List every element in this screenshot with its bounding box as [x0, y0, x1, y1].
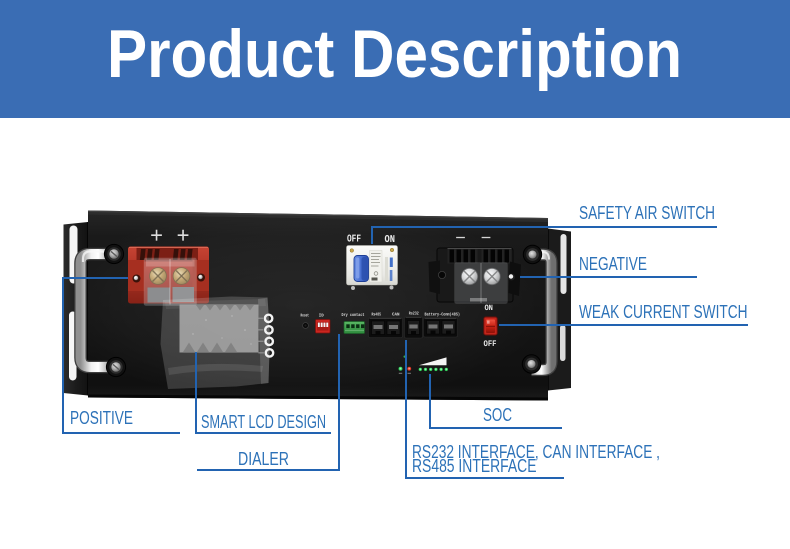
negative-terminal: − −	[428, 228, 521, 304]
rocker-switch: ON OFF	[483, 304, 498, 349]
rocker-on-label: ON	[484, 304, 493, 313]
positive-terminal: + +	[128, 223, 209, 306]
minus-mark-2: −	[481, 228, 492, 248]
status-leds	[398, 355, 412, 371]
callout-soc-pointer	[428, 374, 431, 429]
callout-smart-lcd-design-label: SMART LCD DESIGN	[200, 412, 326, 433]
callout-positive-underline	[61, 431, 180, 434]
soc-wedge	[419, 357, 447, 366]
right-handle	[521, 244, 558, 377]
control-row: Reset ID Dry contact Rs485 CAN Rs232 Bat…	[301, 311, 461, 339]
battery-comm-label: Battery-Comm(485)	[425, 311, 461, 317]
callout-smart-lcd-design-pointer	[194, 352, 197, 433]
rj45-rs232-port	[404, 316, 423, 339]
callout-weak-current-switch-label: WEAK CURRENT SWITCH	[579, 301, 748, 322]
reset-button	[302, 322, 309, 329]
soc-indicator	[398, 355, 448, 374]
callout-safety-air-switch-underline	[372, 226, 717, 229]
callout-dialer-label: DIALER	[237, 449, 289, 470]
title-banner: Product Description	[0, 0, 790, 118]
plus-mark-1: +	[150, 223, 163, 248]
callout-interfaces-label-line1: RS232 INTERFACE, CAN INTERFACE ,	[411, 441, 660, 462]
breaker-on-label: ON	[385, 234, 396, 246]
callout-smart-lcd-design-underline	[194, 432, 331, 435]
minus-mark-1: −	[455, 228, 466, 248]
callout-weak-current-switch-underline	[498, 323, 748, 326]
callout-safety-air-switch-pointer	[371, 226, 374, 244]
callout-positive-pointer-h	[61, 277, 129, 279]
plus-mark-2: +	[177, 223, 190, 248]
rocker-off-label: OFF	[484, 339, 497, 349]
reset-label: Reset	[301, 313, 310, 318]
dry-contact-label: Dry contact	[342, 313, 365, 318]
id-label: ID	[319, 313, 324, 318]
callout-soc-underline	[428, 426, 563, 429]
can-label: CAN	[392, 312, 400, 317]
rj45-battery-comm-ports	[423, 317, 458, 338]
circuit-breaker: OFF ON	[346, 234, 398, 290]
rs232-label: Rs232	[409, 312, 419, 317]
callout-interfaces-pointer	[404, 339, 407, 479]
callout-soc-label: SOC	[483, 404, 512, 425]
left-handle	[74, 243, 127, 378]
callout-negative-label: NEGATIVE	[579, 254, 647, 275]
breaker-off-label: OFF	[347, 234, 361, 246]
rj45-rs485-can-ports	[368, 317, 403, 338]
rs485-label: Rs485	[372, 312, 382, 317]
page-title: Product Description	[107, 15, 682, 92]
callout-interfaces-underline	[404, 476, 564, 479]
callout-positive-pointer-v	[61, 277, 64, 434]
callout-positive-label: POSITIVE	[70, 408, 133, 428]
dry-contact-terminal	[343, 321, 365, 334]
dip-switch	[315, 319, 331, 334]
callout-negative-underline	[519, 275, 697, 278]
lcd-menu-buttons	[263, 313, 275, 358]
callout-interfaces-label-line2: RS485 INTERFACE	[411, 456, 537, 477]
callout-safety-air-switch-label: SAFETY AIR SWITCH	[579, 203, 715, 224]
lcd-display	[160, 296, 275, 389]
callout-dialer-pointer	[338, 333, 341, 472]
callout-dialer-underline	[196, 469, 341, 472]
soc-leds	[418, 367, 448, 372]
